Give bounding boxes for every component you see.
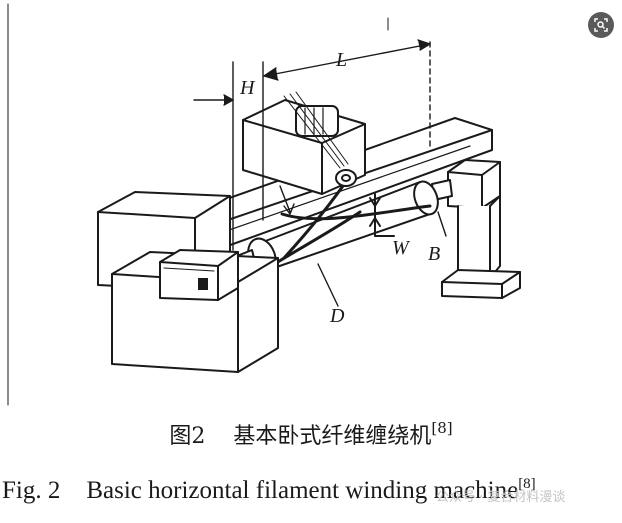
label-h: H <box>239 77 256 99</box>
caption-zh-title: 基本卧式纤维缠绕机 <box>233 424 432 449</box>
label-d: D <box>329 305 345 327</box>
caption-zh: 图2 基本卧式纤维缠绕机[8] <box>0 418 622 450</box>
label-w: W <box>392 237 411 259</box>
dimension-labels: H L W B D <box>239 49 440 327</box>
winding-machine-illustration: H L W B D <box>7 3 521 406</box>
control-console <box>111 249 279 373</box>
tailstock <box>431 159 521 299</box>
label-l: L <box>335 49 347 71</box>
caption-zh-ref: [8] <box>431 419 453 437</box>
caption-en: Fig. 2 Basic horizontal filament winding … <box>2 476 536 505</box>
image-search-button[interactable] <box>588 12 614 38</box>
caption-en-title: Basic horizontal filament winding machin… <box>86 477 519 504</box>
watermark: 公众号 · 复合材料漫谈 <box>436 490 566 505</box>
caption-en-ref: [8] <box>518 476 536 492</box>
caption-zh-number: 图2 <box>169 424 206 449</box>
image-search-icon <box>594 18 608 32</box>
dimension-lines <box>193 17 447 307</box>
fiber-carriage <box>242 91 366 195</box>
caption-en-number: Fig. 2 <box>2 477 61 504</box>
label-b: B <box>428 243 440 265</box>
